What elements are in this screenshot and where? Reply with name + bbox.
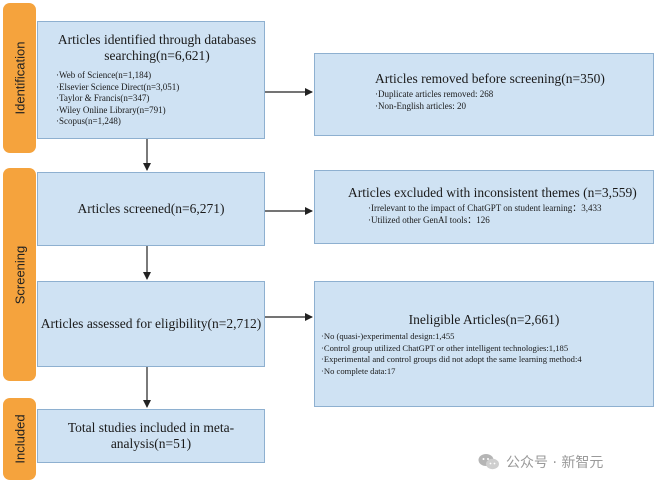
eligibility-title: Articles assessed for eligibility(n=2,71… [40, 316, 262, 331]
eligibility-box: Articles assessed for eligibility(n=2,71… [37, 281, 265, 367]
identified-item: Elsevier Science Direct(n=3,051) [56, 82, 258, 94]
identified-box: Articles identified through databases se… [37, 21, 265, 139]
excluded-title: Articles excluded with inconsistent them… [348, 185, 637, 200]
excluded-item: Utilized other GenAI tools：126 [368, 215, 643, 227]
identified-title: Articles identified through databases se… [57, 32, 257, 63]
excluded-item: Irrelevant to the impact of ChatGPT on s… [368, 203, 643, 215]
excluded-box: Articles excluded with inconsistent them… [314, 170, 654, 244]
ineligible-item: No complete data:17 [321, 366, 647, 378]
excluded-reasons-list: Irrelevant to the impact of ChatGPT on s… [348, 203, 643, 226]
identified-item: Scopus(n=1,248) [56, 116, 258, 128]
screened-title: Articles screened(n=6,271) [77, 201, 225, 216]
ineligible-item: No (quasi-)experimental design:1,455 [321, 331, 647, 343]
identified-item: Taylor & Francis(n=347) [56, 93, 258, 105]
identified-sources-list: Web of Science(n=1,184)Elsevier Science … [56, 70, 258, 128]
watermark-text: 公众号 · 新智元 [506, 455, 604, 471]
ineligible-item: Control group utilized ChatGPT or other … [321, 343, 647, 355]
screened-box: Articles screened(n=6,271) [37, 172, 265, 246]
removed-reasons-list: Duplicate articles removed: 268Non-Engli… [375, 89, 643, 112]
phase-identification: Identification [3, 3, 36, 153]
wechat-icon [478, 454, 499, 470]
removed-item: Duplicate articles removed: 268 [375, 89, 643, 101]
ineligible-reasons-list: No (quasi-)experimental design:1,455Cont… [321, 331, 647, 377]
included-title: Total studies included in meta-analysis(… [67, 420, 235, 451]
ineligible-item: Experimental and control groups did not … [321, 354, 647, 366]
phase-included: Included [3, 398, 36, 480]
ineligible-box: Ineligible Articles(n=2,661) No (quasi-)… [314, 281, 654, 407]
phase-screening: Screening [3, 168, 36, 381]
ineligible-title: Ineligible Articles(n=2,661) [408, 312, 560, 327]
identified-item: Wiley Online Library(n=791) [56, 105, 258, 117]
identified-item: Web of Science(n=1,184) [56, 70, 258, 82]
removed-box: Articles removed before screening(n=350)… [314, 53, 654, 136]
included-box: Total studies included in meta-analysis(… [37, 409, 265, 463]
watermark: 公众号 · 新智元 [478, 452, 603, 472]
removed-item: Non-English articles: 20 [375, 101, 643, 113]
removed-title: Articles removed before screening(n=350) [375, 71, 605, 86]
